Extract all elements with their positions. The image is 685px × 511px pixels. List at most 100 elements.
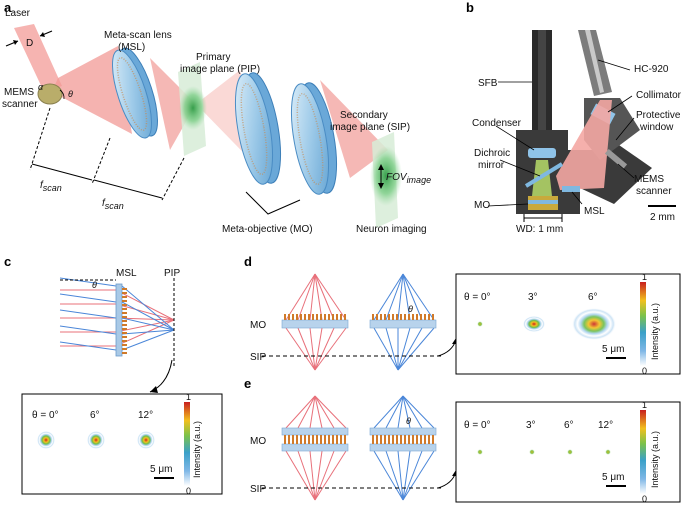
msl-plate-c bbox=[115, 283, 123, 357]
fscan-label-1: fscan bbox=[40, 180, 62, 193]
arrowhead-c bbox=[150, 386, 158, 393]
psf-spot-c-2 bbox=[137, 431, 155, 449]
mo-pillar-e bbox=[420, 435, 422, 444]
mo-pillar-d bbox=[408, 314, 410, 320]
ray-c-blue bbox=[59, 341, 117, 351]
mo-pillar-e bbox=[344, 435, 346, 444]
ray-d-red bbox=[314, 273, 347, 321]
msl-pillar-c bbox=[122, 324, 127, 326]
mo-pillar-d bbox=[328, 314, 330, 320]
psf-spot-e-2 bbox=[567, 449, 573, 455]
mo-label-b: MO bbox=[474, 200, 490, 211]
mo-pillar-e bbox=[392, 435, 394, 444]
ray-d-blue bbox=[402, 273, 423, 321]
ray-e-blue bbox=[402, 395, 411, 429]
angle-d-2: 6° bbox=[588, 292, 598, 303]
panel-c-rays bbox=[59, 277, 175, 351]
condenser-label: Condenser bbox=[472, 118, 522, 129]
ray-d-red bbox=[314, 327, 335, 371]
mo-pillar-d bbox=[392, 314, 394, 320]
msl-b bbox=[562, 186, 580, 192]
mo-pillar-e bbox=[316, 435, 318, 444]
angle-e-3: 12° bbox=[598, 420, 613, 431]
mo-lens-b-glass bbox=[528, 200, 558, 204]
colorbar-e-label: Intensity (a.u.) bbox=[650, 431, 660, 488]
hc920-label: HC-920 bbox=[634, 64, 669, 75]
ray-e-blue bbox=[402, 395, 435, 429]
ray-e-red bbox=[309, 450, 316, 501]
mo-pillar-d bbox=[372, 314, 374, 320]
mo-label-d: MO bbox=[250, 320, 266, 331]
ray-c-blue bbox=[121, 285, 175, 331]
mo-pillar-e bbox=[296, 435, 298, 444]
mo-pillar-d bbox=[296, 314, 298, 320]
scale-label-e: 5 μm bbox=[602, 472, 624, 483]
angle-c-1: 6° bbox=[90, 410, 100, 421]
ray-e-blue bbox=[402, 450, 411, 501]
mo-pillar-d bbox=[340, 314, 342, 320]
mo-pillars-e bbox=[284, 435, 434, 444]
theta-arc-a bbox=[59, 89, 65, 100]
collimator-label: Collimator bbox=[636, 90, 682, 101]
ray-d-red bbox=[285, 327, 316, 371]
msl-pillar-c bbox=[122, 332, 127, 334]
pip-label-c: PIP bbox=[164, 268, 180, 279]
psf-spot-c-0 bbox=[37, 431, 55, 449]
msl-lens bbox=[112, 47, 158, 139]
panel-d: d MO SIP θ θ = 0° 3° 6° 1 0 Intensity (a… bbox=[244, 254, 681, 376]
ray-d-red bbox=[309, 327, 316, 371]
ray-e-blue bbox=[402, 395, 423, 429]
mo-pillar-d bbox=[424, 314, 426, 320]
mo-pillar-d bbox=[300, 314, 302, 320]
ray-e-red bbox=[297, 450, 316, 501]
arrow-c bbox=[149, 359, 173, 393]
pip-neuron-glow bbox=[179, 86, 207, 130]
psf-spot-d-1 bbox=[523, 316, 545, 332]
msl-pillar-c bbox=[122, 328, 127, 330]
theta-label-c: θ bbox=[92, 280, 97, 290]
fov-arrowhead-bottom bbox=[378, 183, 384, 189]
pip-label-1: Primary bbox=[196, 52, 230, 63]
ray-c-blue bbox=[59, 309, 117, 319]
mo-plate-e-right-2 bbox=[369, 443, 437, 452]
colorbar-e bbox=[640, 410, 646, 494]
mo-pillar-d bbox=[412, 314, 414, 320]
colorbar-e-min: 0 bbox=[642, 494, 647, 504]
mo-pillar-d bbox=[400, 314, 402, 320]
ray-d-red bbox=[297, 327, 316, 371]
panel-b: b SFB Co bbox=[466, 0, 682, 235]
ray-d-red bbox=[314, 327, 347, 371]
panel-label-b: b bbox=[466, 0, 474, 15]
ray-d-blue bbox=[397, 273, 404, 321]
ray-c-blue bbox=[121, 329, 175, 335]
panel-c: c θ MSL PIP θ = 0° 6° 12° 1 0 Intensity … bbox=[4, 254, 223, 496]
mems-leader bbox=[617, 163, 635, 179]
psf-spot-e-1 bbox=[529, 449, 535, 455]
mo-pillar-e bbox=[320, 435, 322, 444]
mo-pillar-d bbox=[404, 314, 406, 320]
fscan-tick-1 bbox=[29, 107, 51, 171]
ray-d-blue bbox=[385, 273, 404, 321]
ray-d-blue bbox=[402, 273, 411, 321]
mo-pillar-e bbox=[304, 435, 306, 444]
msl-pillar-c bbox=[122, 288, 127, 290]
psf-spot-d-0 bbox=[477, 321, 483, 327]
sip-label-d: SIP bbox=[250, 352, 266, 363]
ray-d-blue bbox=[397, 327, 423, 371]
mo-pillar-d bbox=[324, 314, 326, 320]
mo-pillar-e bbox=[284, 435, 286, 444]
ray-c-blue bbox=[121, 301, 175, 331]
msl-pillar-c bbox=[122, 348, 127, 350]
angle-c-2: 12° bbox=[138, 410, 153, 421]
mo-pillar-d bbox=[284, 314, 286, 320]
mo-pillar-d bbox=[416, 314, 418, 320]
mo-pillar-e bbox=[292, 435, 294, 444]
colorbar-d-label: Intensity (a.u.) bbox=[650, 303, 660, 360]
colorbar-c-label: Intensity (a.u.) bbox=[192, 421, 202, 478]
collimator-leader bbox=[607, 95, 633, 113]
sfb-label: SFB bbox=[478, 78, 498, 89]
msl-label-2: (MSL) bbox=[118, 42, 145, 53]
psf-spot-c-1 bbox=[87, 431, 105, 449]
sfb-core bbox=[538, 30, 546, 142]
fscan-dim-2 bbox=[93, 179, 163, 199]
